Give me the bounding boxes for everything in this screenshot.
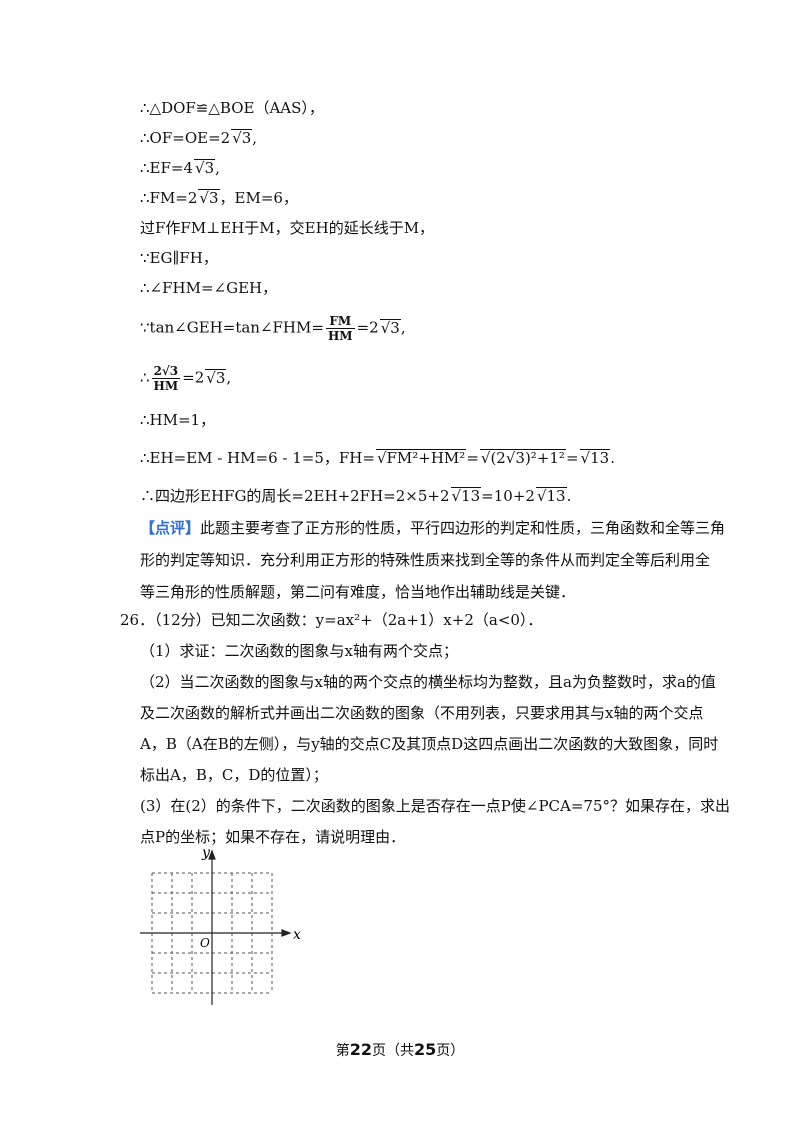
coordinate-grid: x y O bbox=[130, 845, 310, 1005]
line-construct: 过F作FM⊥EH于M，交EH的延长线于M， bbox=[140, 219, 435, 237]
y-axis-arrow bbox=[208, 849, 216, 860]
grid-svg: x y O bbox=[140, 845, 301, 1005]
comment-line-3: 等三角形的性质解题，第二问有难度，恰当地作出辅助线是关键． bbox=[140, 583, 576, 601]
sqrt-sign: √FM²+HM² bbox=[375, 449, 467, 467]
sqrt-sign: √13 bbox=[535, 487, 567, 505]
origin-label: O bbox=[200, 936, 210, 950]
comment-line-1: 【点评】此题主要考查了正方形的性质，平行四边形的判定和性质，三角函数和全等三角 bbox=[140, 519, 726, 537]
page-footer: 第22页（共25页） bbox=[335, 1040, 465, 1059]
line-perimeter: ∴四边形EHFG的周长=2EH+2FH=2×5+2√13=10+2√13. bbox=[140, 487, 572, 505]
line-parallel: ∵EG∥FH， bbox=[140, 249, 218, 267]
question-part-1: （1）求证：二次函数的图象与x轴有两个交点； bbox=[140, 642, 459, 660]
question-part-2b: 及二次函数的解析式并画出二次函数的图象（不用列表，只要求用其与x轴的两个交点 bbox=[140, 704, 704, 722]
line-of-oe: ∴OF=OE=2√3, bbox=[140, 129, 258, 147]
sqrt-sign: √(2√3)²+1² bbox=[479, 449, 566, 467]
sqrt-sign: √13 bbox=[579, 449, 611, 467]
y-axis-label: y bbox=[201, 845, 211, 861]
line-fm-em: ∴FM=2√3，EM=6， bbox=[140, 189, 298, 207]
line-eh-fh: ∴EH=EM - HM=6 - 1=5，FH=√FM²+HM²=√(2√3)²+… bbox=[140, 449, 615, 467]
line-ef: ∴EF=4√3, bbox=[140, 159, 220, 177]
sqrt-sign: √3 bbox=[231, 129, 253, 147]
question-number: 26． bbox=[120, 611, 155, 629]
sqrt-sign: √3 bbox=[379, 318, 401, 337]
sqrt-sign: √13 bbox=[450, 487, 482, 505]
question-header: 26．（12分）已知二次函数：y=ax²+（2a+1）x+2（a<0）． bbox=[120, 611, 543, 629]
axes bbox=[140, 849, 292, 1005]
question-part-3b: 点P的坐标；如果不存在，请说明理由． bbox=[140, 828, 406, 846]
total-pages: 25 bbox=[414, 1040, 437, 1059]
x-axis-arrow bbox=[281, 929, 292, 937]
x-axis-label: x bbox=[293, 927, 301, 943]
question-part-3a: (3）在(2）的条件下，二次函数的图象上是否存在一点P使∠PCA=75°？如果存… bbox=[140, 797, 731, 815]
current-page: 22 bbox=[349, 1040, 372, 1059]
question-part-2a: （2）当二次函数的图象与x轴的两个交点的横坐标均为整数，且a为负整数时，求a的值 bbox=[140, 673, 716, 691]
sqrt-sign: √3 bbox=[205, 368, 227, 387]
comment-line-2: 形的判定等知识．充分利用正方形的特殊性质来找到全等的条件从而判定全等后利用全 bbox=[140, 551, 711, 569]
question-part-2c: A，B（A在B的左侧），与y轴的交点C及其顶点D这四点画出二次函数的大致图象，同… bbox=[140, 735, 719, 753]
line-congruent: ∴△DOF≌△BOE（AAS）， bbox=[140, 99, 324, 117]
line-angles: ∴∠FHM=∠GEH， bbox=[140, 279, 278, 297]
line-hm: ∴HM=1， bbox=[140, 411, 216, 429]
sqrt-sign: √3 bbox=[198, 189, 220, 207]
question-part-2d: 标出A，B，C，D的位置）； bbox=[140, 766, 328, 784]
comment-tag: 【点评】 bbox=[140, 519, 201, 537]
sqrt-sign: √3 bbox=[194, 159, 216, 177]
